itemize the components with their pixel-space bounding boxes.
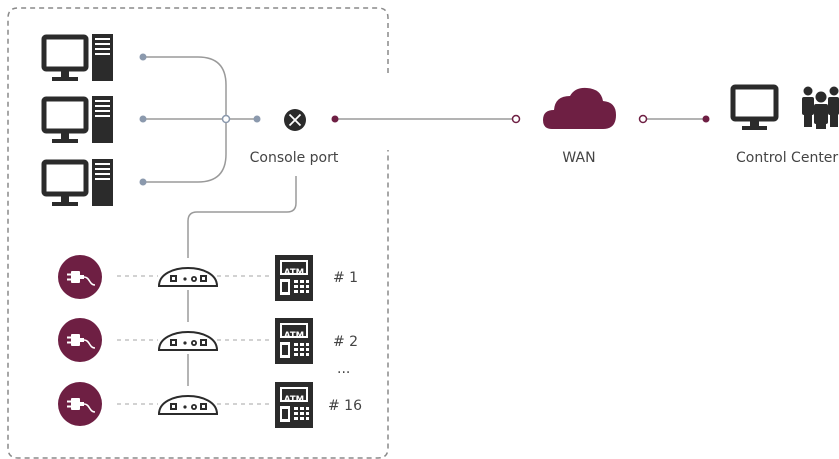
desktop-computer-icon — [44, 96, 113, 143]
serial-adapter-icon — [158, 395, 218, 415]
power-plug-icon — [57, 381, 103, 427]
power-plug-icon — [57, 317, 103, 363]
desktop-computer-icon — [44, 34, 113, 81]
site-boundary — [7, 7, 389, 459]
link-joint — [511, 114, 521, 124]
serial-adapter-icon — [158, 331, 218, 351]
atm-number-label: # 2 — [333, 334, 358, 350]
power-plug-icon — [57, 254, 103, 300]
atm-icon — [275, 255, 313, 301]
link-joint — [702, 115, 710, 123]
atm-number-label: # 1 — [333, 270, 358, 286]
link-joints — [139, 53, 261, 186]
atm-row: ATM # 2 — [57, 317, 358, 364]
atm-sign: ATM — [284, 395, 304, 405]
atm-icon — [275, 382, 313, 428]
monitor-icon — [730, 84, 779, 130]
atm-sign: ATM — [284, 268, 304, 278]
atm-icon — [275, 318, 313, 364]
cloud-icon — [543, 87, 616, 129]
link-joint — [331, 115, 339, 123]
ellipsis: ... — [337, 361, 350, 377]
console-switch-icon — [284, 109, 306, 131]
people-group-icon — [802, 86, 839, 129]
atm-sign: ATM — [284, 331, 304, 341]
console-port-label: Console port — [250, 150, 339, 166]
control-center-label: Control Center — [736, 150, 838, 166]
atm-row: ATM # 1 — [57, 254, 358, 301]
atm-row: ATM # 16 — [57, 381, 362, 428]
atm-number-label: # 16 — [328, 398, 362, 414]
wan-label: WAN — [562, 150, 595, 166]
serial-adapter-icon — [158, 267, 218, 287]
desktop-computer-icon — [44, 159, 113, 206]
link-joint — [638, 114, 648, 124]
